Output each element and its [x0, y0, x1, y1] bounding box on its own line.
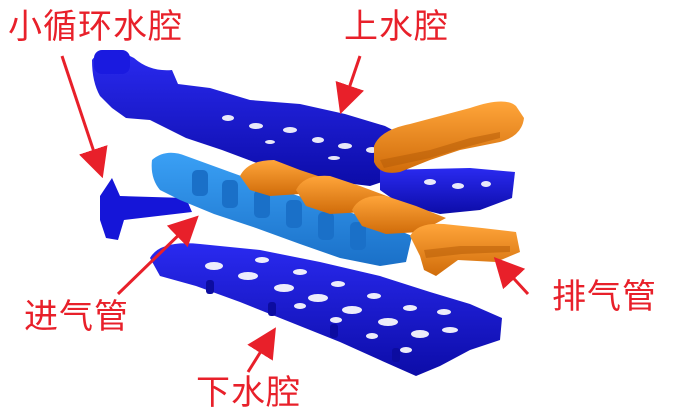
- label-small-circulation-cavity: 小循环水腔: [8, 10, 183, 44]
- arrow-exhaust-manifold: [504, 268, 528, 294]
- label-upper-water-jacket: 上水腔: [344, 10, 449, 44]
- label-exhaust-manifold: 排气管: [552, 280, 657, 314]
- arrow-lower-water-jacket: [248, 340, 268, 372]
- arrow-upper-water-jacket: [345, 56, 360, 100]
- label-intake-manifold: 进气管: [24, 300, 129, 334]
- label-lower-water-jacket: 下水腔: [196, 376, 301, 410]
- arrow-small-circulation: [62, 56, 98, 164]
